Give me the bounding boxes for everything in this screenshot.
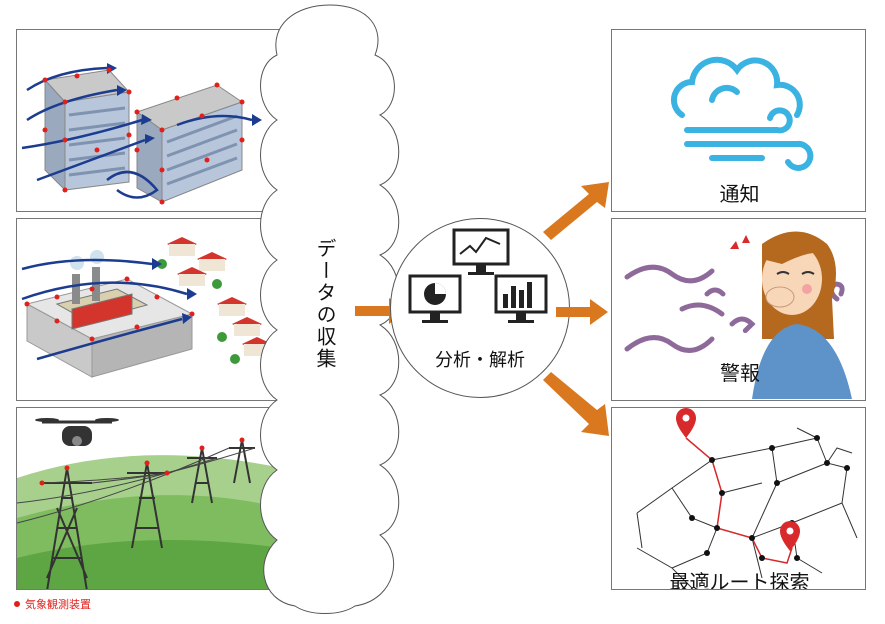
route-panel: 最適ルート探索 xyxy=(611,407,866,590)
analysis-to-alert-arrow xyxy=(556,299,608,325)
power-line-panel xyxy=(16,407,281,590)
analysis-label: 分析・解析 xyxy=(435,350,525,371)
alert-panel: 警報 xyxy=(611,218,866,401)
goal-pin-icon xyxy=(780,521,800,551)
buildings-wind-illustration xyxy=(21,63,262,205)
factory-illustration xyxy=(21,237,272,378)
wind-cloud-icon xyxy=(670,56,814,171)
legend: 気象観測装置 xyxy=(14,596,91,612)
start-pin-icon xyxy=(676,408,696,438)
power-line-illustration xyxy=(17,408,280,589)
alert-label: 警報 xyxy=(720,361,760,385)
notify-panel: 通知 xyxy=(611,29,866,212)
route-label: 最適ルート探索 xyxy=(669,570,810,590)
collection-cloud xyxy=(260,4,400,614)
buildings-wind-panel xyxy=(16,29,281,212)
legend-label: 気象観測装置 xyxy=(25,598,91,611)
odor-woman-icon xyxy=(624,231,852,399)
collection-label: データの収集 xyxy=(313,238,337,370)
drone-icon xyxy=(35,418,119,446)
notify-label: 通知 xyxy=(719,182,760,206)
analysis-to-route-arrow xyxy=(543,372,609,436)
monitors-icon xyxy=(408,228,548,323)
factory-panel xyxy=(16,218,281,401)
sensor-marker-icon xyxy=(14,601,20,607)
route-map-icon xyxy=(636,408,858,589)
analysis-to-notify-arrow xyxy=(543,182,609,240)
